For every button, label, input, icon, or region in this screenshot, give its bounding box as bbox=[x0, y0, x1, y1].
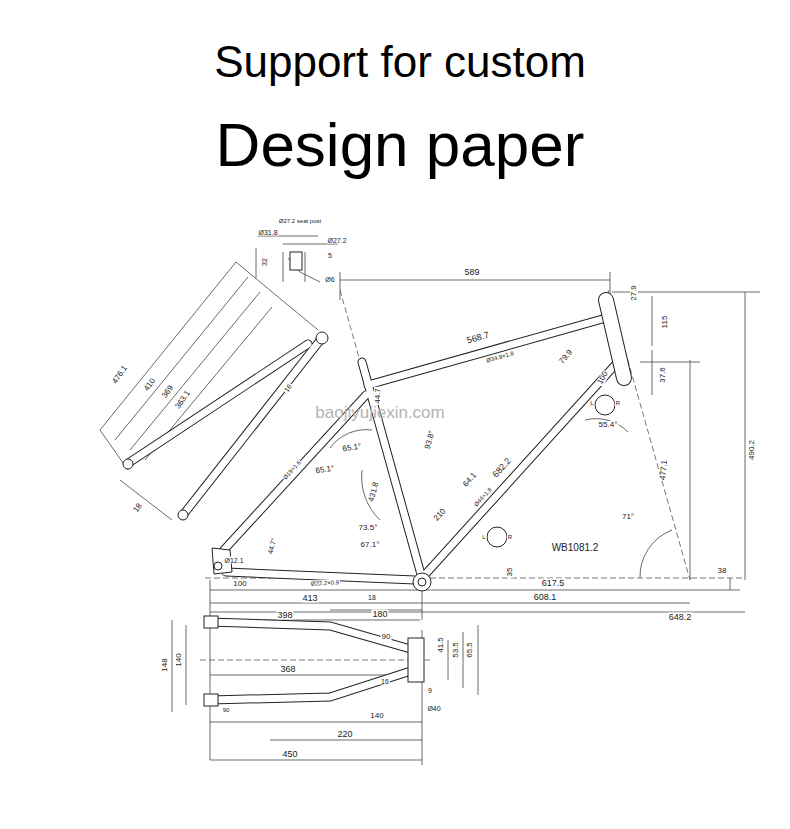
dimension-label: 18 bbox=[132, 501, 145, 515]
dimension-label: 9 bbox=[427, 687, 433, 694]
dimension-label: 140 bbox=[175, 652, 183, 667]
dimension-label: 90 bbox=[222, 707, 231, 713]
dimension-lines bbox=[100, 236, 760, 765]
dimension-label: 93.8° bbox=[423, 429, 436, 451]
dimension-label: 16 bbox=[380, 678, 390, 685]
dimension-label: 38 bbox=[717, 567, 728, 575]
dimension-label: 450 bbox=[281, 750, 298, 759]
dimension-label: Ø6 bbox=[324, 276, 335, 283]
center-lines bbox=[200, 290, 745, 660]
frame-tubes bbox=[130, 300, 624, 700]
dimension-label: 220 bbox=[336, 730, 353, 739]
dimension-label: 65.1° bbox=[314, 464, 336, 475]
dimension-label: 41.5 bbox=[437, 636, 445, 654]
dimension-label: 608.1 bbox=[533, 593, 558, 602]
dimension-label: Ø22.2×0.9 bbox=[310, 579, 340, 587]
dimension-label: 589 bbox=[463, 268, 480, 277]
dimension-label: 65.1° bbox=[341, 442, 363, 453]
dimension-label: WB1081.2 bbox=[551, 543, 600, 553]
dimension-label: 55.4° bbox=[598, 421, 619, 429]
dimension-label: 431.8 bbox=[367, 480, 380, 503]
dimension-label: 477.1 bbox=[659, 459, 669, 482]
watermark: baojiyujiexin.com bbox=[314, 404, 445, 421]
dimension-label: L bbox=[589, 400, 594, 406]
dimension-label: 413 bbox=[301, 594, 318, 603]
dimension-label: 140 bbox=[369, 712, 384, 720]
dimension-label: 398 bbox=[276, 611, 293, 620]
dimension-label: 115 bbox=[661, 315, 669, 330]
dimension-label: 65.5 bbox=[466, 641, 474, 659]
dimension-label: 64.1 bbox=[461, 471, 479, 489]
dimension-label: 368 bbox=[279, 665, 296, 674]
dimension-label: 568.7 bbox=[465, 330, 491, 345]
heading: Support for custom bbox=[213, 40, 587, 84]
dimension-label: 27.9 bbox=[630, 284, 638, 302]
dimension-label: 18 bbox=[367, 594, 377, 601]
dimension-label: Ø31.8 bbox=[257, 229, 278, 236]
dimension-label: 5 bbox=[327, 252, 333, 259]
dimension-label: 490.2 bbox=[748, 439, 756, 461]
dimension-label: Ø12.1 bbox=[223, 557, 244, 564]
dimension-label: 67.1° bbox=[360, 541, 381, 549]
dimension-label: 363.1 bbox=[173, 389, 192, 412]
dimension-label: 180 bbox=[371, 610, 388, 619]
dimension-label: Ø27.2 bbox=[326, 237, 347, 244]
dimension-label: Ø40 bbox=[426, 705, 441, 712]
dimension-label: 100 bbox=[232, 580, 247, 588]
dimension-label: 148 bbox=[161, 657, 169, 672]
dimension-label: 476.1 bbox=[110, 364, 129, 387]
dimension-label: 44.7° bbox=[266, 536, 278, 556]
dimension-label: 32 bbox=[261, 257, 268, 267]
frame-parts bbox=[123, 252, 615, 706]
dimension-label: R bbox=[615, 400, 621, 406]
dimension-label: 35 bbox=[506, 567, 514, 578]
dimension-label: 369 bbox=[160, 383, 175, 400]
dimension-label: 617.5 bbox=[541, 579, 566, 588]
dimension-label: 210 bbox=[432, 507, 448, 524]
dimension-label: 71° bbox=[621, 513, 635, 521]
dimension-label: R bbox=[507, 534, 513, 540]
dimension-label: 37.6 bbox=[659, 366, 667, 384]
dimension-label: L bbox=[481, 534, 486, 540]
dimension-label: Ø27.2 seat post bbox=[278, 218, 322, 224]
dimension-label: 648.2 bbox=[668, 613, 693, 622]
dimension-label: 79.9 bbox=[557, 348, 574, 367]
dimension-label: 44.7 bbox=[374, 387, 382, 405]
title: Design paper bbox=[216, 114, 585, 176]
dimension-label: 53.5 bbox=[452, 641, 460, 659]
dimension-label: 90 bbox=[381, 633, 392, 641]
dimension-label: 73.5° bbox=[358, 524, 379, 532]
